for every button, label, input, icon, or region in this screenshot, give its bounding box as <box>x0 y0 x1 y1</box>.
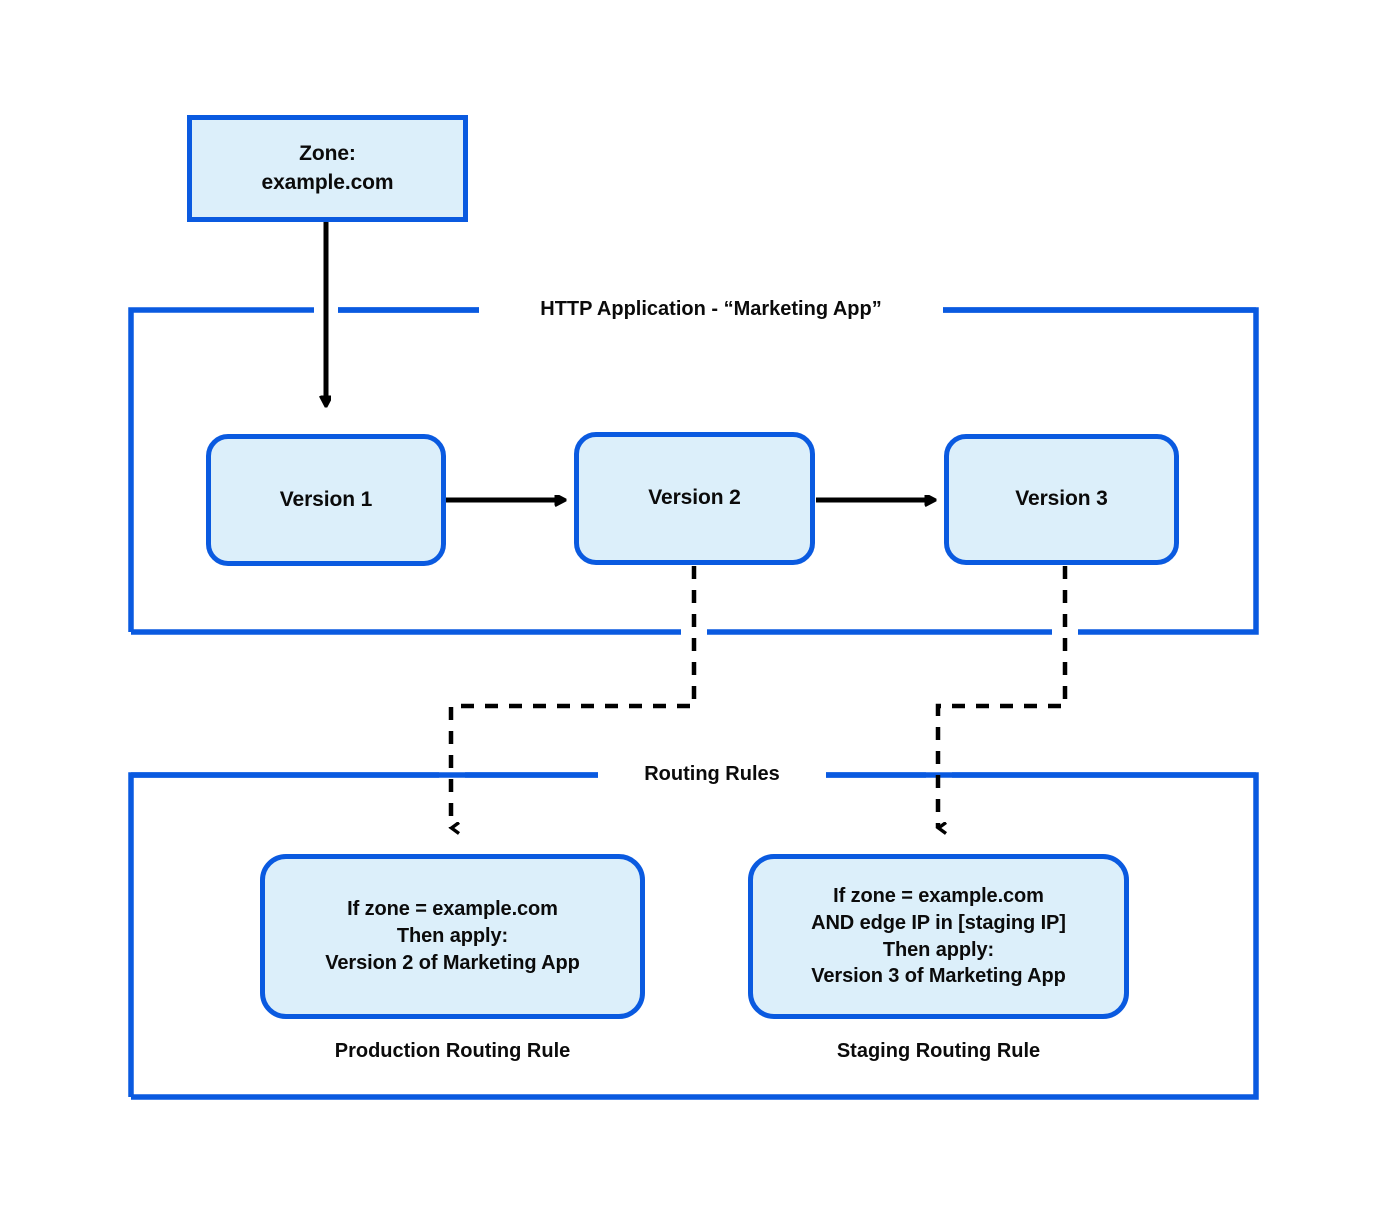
node-version-1-label: Version 1 <box>279 487 373 511</box>
caption-staging-routing-rule: Staging Routing Rule <box>836 1040 1041 1062</box>
node-version-3[interactable]: Version 3 <box>944 434 1179 565</box>
group-title-rules <box>131 307 1256 778</box>
connector-version3-to-staging-rule <box>938 566 1068 828</box>
node-version-2[interactable]: Version 2 <box>574 432 815 565</box>
connector-version2-to-production-rule <box>451 566 697 828</box>
node-zone[interactable]: Zone: example.com <box>187 115 468 222</box>
routing-rules-group-title: Routing Rules <box>598 763 826 786</box>
node-staging-routing-rule-text: If zone = example.com AND edge IP in [st… <box>811 884 1066 988</box>
node-version-2-label: Version 2 <box>648 486 741 510</box>
node-zone-label: Zone: example.com <box>261 142 394 194</box>
http-application-group-title: HTTP Application - “Marketing App” <box>479 298 943 321</box>
caption-production-routing-rule: Production Routing Rule <box>334 1040 571 1062</box>
node-production-routing-rule-text: If zone = example.com Then apply: Versio… <box>325 898 580 974</box>
node-version-3-label: Version 3 <box>1015 487 1108 511</box>
node-version-1[interactable]: Version 1 <box>206 434 446 566</box>
node-staging-routing-rule[interactable]: If zone = example.com AND edge IP in [st… <box>748 854 1129 1019</box>
node-production-routing-rule[interactable]: If zone = example.com Then apply: Versio… <box>260 854 645 1019</box>
